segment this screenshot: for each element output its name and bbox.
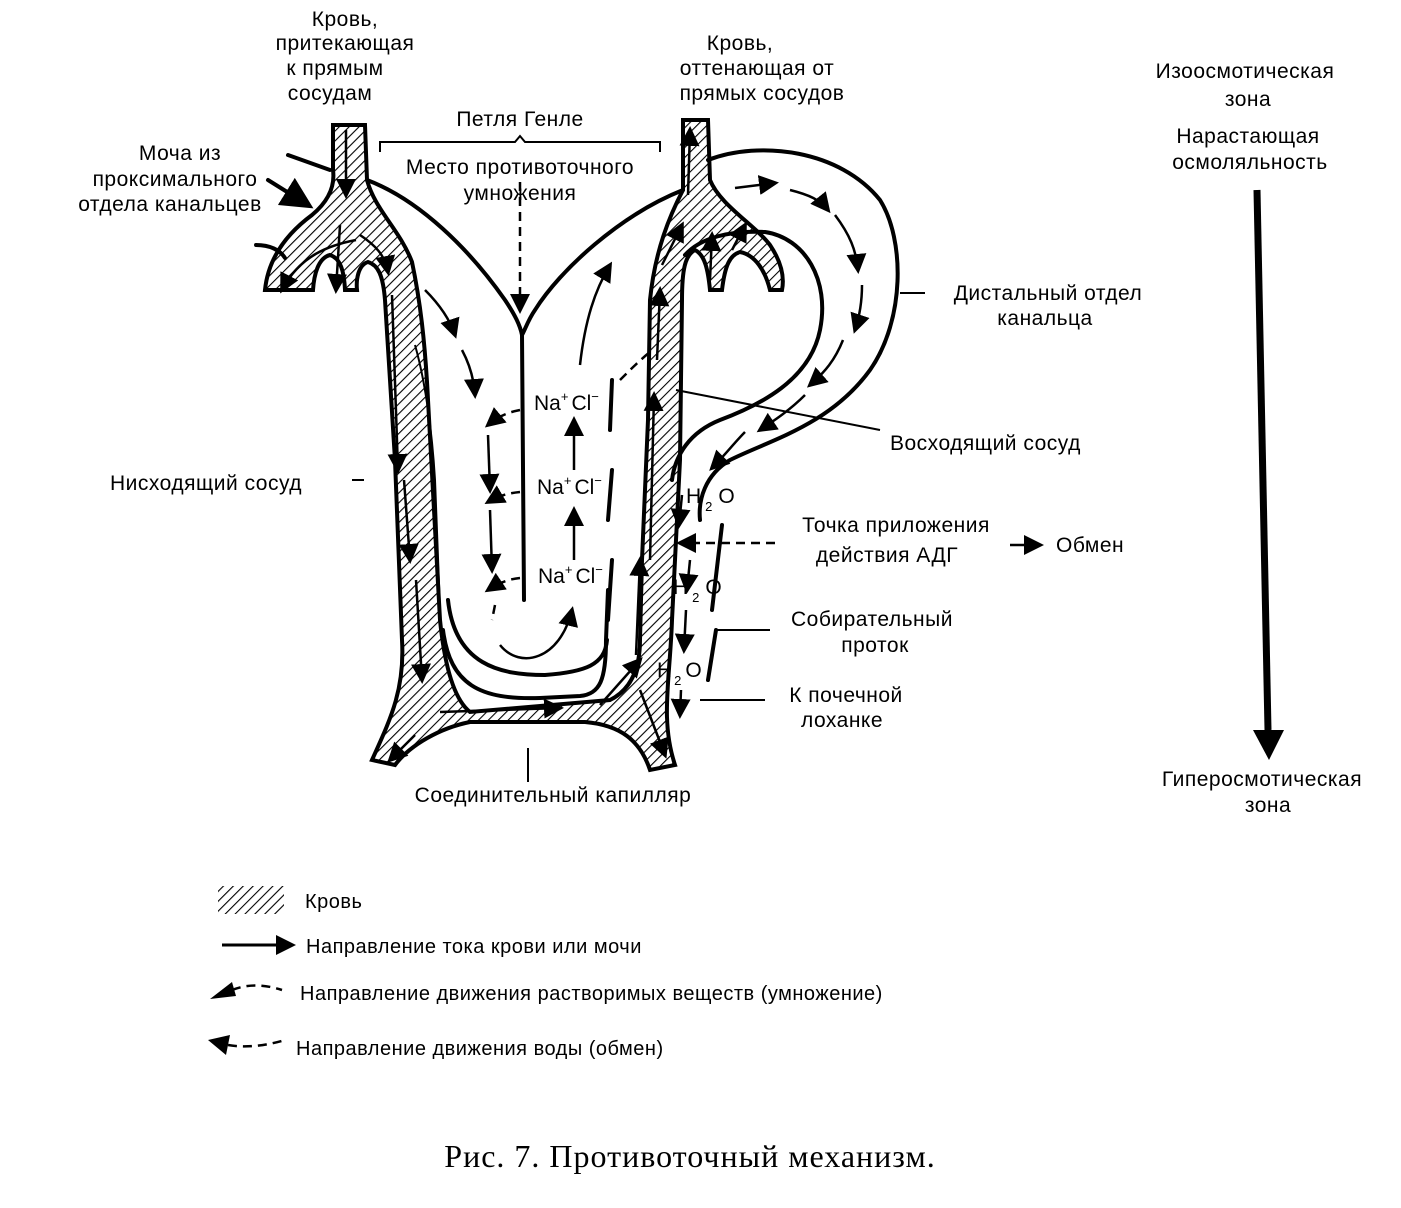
svg-text:Направление движения воды (обм: Направление движения воды (обмен) [296, 1038, 664, 1060]
legend-item-blood: Кровь [218, 886, 362, 914]
label-hyperosmotic-zone: Гиперосмотическая зона [1162, 768, 1362, 817]
svg-text:Na+Cl−: Na+Cl− [537, 473, 602, 499]
svg-text:действия АДГ: действия АДГ [816, 544, 958, 567]
svg-text:оттенающая от: оттенающая от [680, 57, 834, 80]
osmolality-gradient-arrow [1253, 189, 1284, 760]
nacl-label-2: Na+Cl− [537, 473, 602, 499]
loop-of-henle [365, 178, 685, 678]
svg-text:Изоосмотическая: Изоосмотическая [1156, 60, 1335, 83]
svg-text:Собирательный: Собирательный [791, 608, 953, 631]
svg-text:Моча из: Моча из [139, 142, 221, 165]
svg-text:Место противоточного: Место противоточного [406, 156, 634, 179]
svg-text:Кровь,: Кровь, [312, 8, 379, 31]
label-loop-henle: Петля Генле [456, 108, 583, 131]
svg-text:К почечной: К почечной [789, 684, 903, 707]
label-to-pelvis: К почечной лоханке [789, 684, 903, 732]
svg-text:проток: проток [841, 634, 909, 657]
svg-text:Кровь: Кровь [305, 891, 362, 913]
svg-text:лоханке: лоханке [801, 709, 883, 732]
svg-text:Направление движения растворим: Направление движения растворимых веществ… [300, 983, 883, 1005]
svg-text:Кровь,: Кровь, [707, 32, 774, 55]
svg-text:Дистальный отдел: Дистальный отдел [954, 282, 1143, 305]
label-rising-osmolality: Нарастающая осмоляльность [1172, 125, 1328, 174]
svg-text:осмоляльность: осмоляльность [1172, 151, 1328, 174]
svg-text:Na+Cl−: Na+Cl− [534, 389, 599, 415]
svg-text:сосудам: сосудам [288, 82, 373, 105]
svg-text:зона: зона [1225, 88, 1271, 111]
label-descending-vessel: Нисходящий сосуд [110, 472, 302, 495]
svg-text:Гиперосмотическая: Гиперосмотическая [1162, 768, 1362, 791]
hatch-swatch-icon [218, 886, 284, 914]
legend-item-water: Направление движения воды (обмен) [208, 1035, 664, 1060]
svg-text:Na+Cl−: Na+Cl− [538, 562, 603, 588]
nacl-label-1: Na+Cl− [534, 389, 599, 415]
label-distal-tubule: Дистальный отдел канальца [954, 282, 1143, 330]
legend-item-flow: Направление тока крови или мочи [222, 935, 642, 958]
svg-text:Нарастающая: Нарастающая [1176, 125, 1319, 148]
svg-text:отдела канальцев: отдела канальцев [78, 193, 262, 216]
svg-text:к прямым: к прямым [286, 57, 383, 80]
label-connecting-capillary: Соединительный капилляр [415, 784, 692, 807]
leader-lines [352, 134, 1044, 782]
svg-text:H2O: H2O [657, 659, 702, 688]
blood-flow-arrows [280, 126, 870, 763]
label-blood-in: Кровь, притекающая к прямым сосудам [276, 8, 415, 105]
svg-text:прямых сосудов: прямых сосудов [680, 82, 845, 105]
nacl-label-3: Na+Cl− [538, 562, 603, 588]
label-isoosmotic-zone: Изоосмотическая зона [1156, 60, 1335, 111]
dashed-arrow-water-icon [208, 1035, 286, 1055]
figure-caption: Рис. 7. Противоточный механизм. [444, 1138, 935, 1174]
solute-water-dashed-arrows [484, 182, 775, 621]
svg-text:Направление тока крови или моч: Направление тока крови или мочи [306, 936, 642, 958]
svg-text:зона: зона [1245, 794, 1291, 817]
legend-item-solutes: Направление движения растворимых веществ… [210, 982, 883, 1005]
label-exchange: Обмен [1056, 534, 1124, 557]
label-collecting-duct: Собирательный проток [791, 608, 953, 657]
solid-arrow-icon [222, 935, 296, 955]
svg-text:притекающая: притекающая [276, 32, 415, 55]
proximal-inflow-lines [254, 153, 332, 260]
legend: Кровь Направление тока крови или мочи На… [208, 886, 883, 1060]
label-blood-out: Кровь, оттенающая от прямых сосудов [680, 32, 845, 105]
svg-text:H2O: H2O [673, 576, 722, 605]
svg-text:H2O: H2O [686, 485, 735, 514]
svg-text:проксимального: проксимального [93, 168, 258, 191]
dashed-arrow-solutes-icon [210, 982, 283, 999]
svg-text:канальца: канальца [997, 307, 1093, 330]
label-urine-proximal: Моча из проксимального отдела канальцев [78, 142, 262, 216]
label-adh-site: Точка приложения действия АДГ [802, 514, 990, 567]
label-ascending-vessel: Восходящий сосуд [890, 432, 1081, 455]
label-multiplication-site: Место противоточного умножения [406, 156, 634, 205]
svg-text:Точка приложения: Точка приложения [802, 514, 990, 537]
svg-text:умножения: умножения [464, 182, 577, 205]
